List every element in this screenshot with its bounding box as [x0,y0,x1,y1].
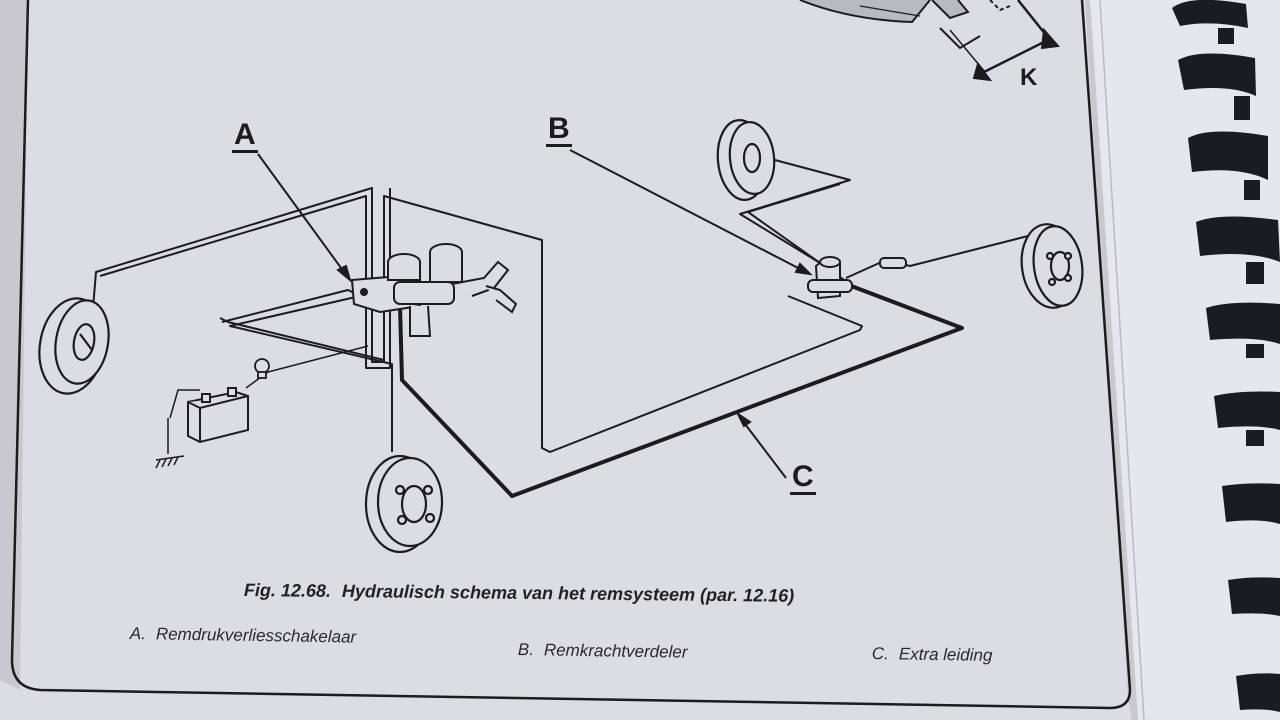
legend-item-a: A. Remdrukverliesschakelaar [130,624,357,648]
legend-key: B. [517,640,535,660]
wheel-right-top [716,119,776,201]
legend-key: A. [129,624,147,644]
page-gutter-line [1099,0,1145,720]
pedal-detail [799,0,1060,82]
legend-text: Remdrukverliesschakelaar [155,624,357,647]
legend-item-b: B. Remkrachtverdeler [518,640,688,663]
label-leaders [257,149,813,479]
legend-key: C. [871,644,889,664]
master-cylinder [350,243,518,337]
label-k: K [1020,64,1038,91]
label-a: A [232,118,258,153]
spiral-binding [1172,0,1280,712]
figure-number: Fig. 12.68. [243,580,332,601]
legend-text: Extra leiding [898,644,993,665]
brake-lines [91,155,1029,498]
wheel-right [1020,223,1084,309]
lamp-icon [254,358,270,379]
page-border [10,0,1132,710]
wheel-left-front [38,297,110,395]
label-b: B [546,112,572,147]
label-c: C [790,460,816,495]
figure-title: Hydraulisch schema van het remsysteem (p… [341,581,795,606]
page-paper [0,0,1132,720]
next-page-edge [1090,0,1280,720]
legend-text: Remkrachtverdeler [543,640,688,662]
ground-symbol-icon [155,455,185,469]
battery-icon [187,387,249,444]
wheel-left-rear [364,454,444,554]
brake-distributor [807,256,907,300]
legend-item-c: C. Extra leiding [872,644,993,666]
